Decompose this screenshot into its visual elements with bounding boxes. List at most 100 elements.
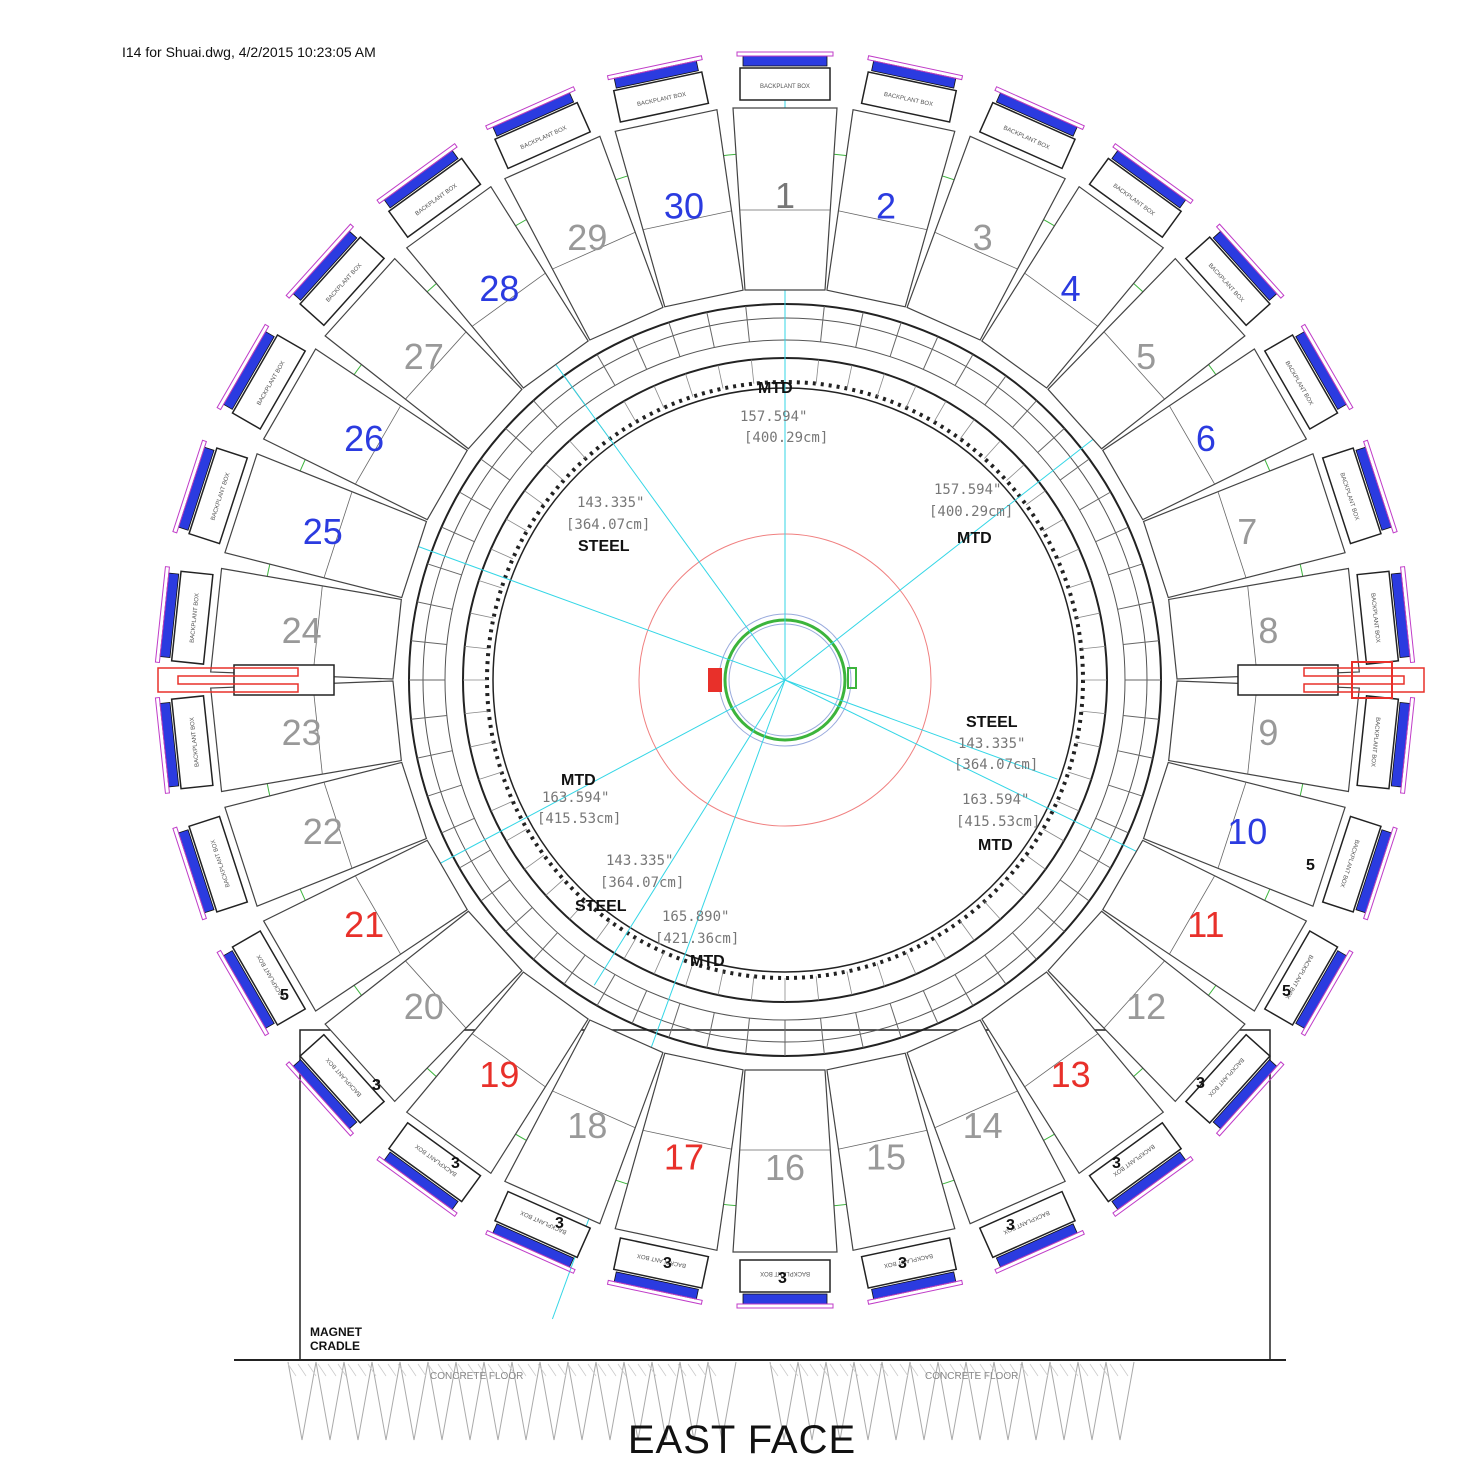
sector-tray-23: BACKPLANT BOX <box>154 680 402 794</box>
ring-segment-line <box>417 601 453 610</box>
floor-hatch-line <box>457 1363 467 1377</box>
floor-hatch-line <box>527 1363 537 1377</box>
sector-tray-15: BACKPLANT BOX <box>826 1052 964 1305</box>
sector-number-label: 8 <box>1258 610 1278 651</box>
tray-outline <box>262 839 469 1012</box>
floor-hatch-line <box>607 1363 617 1377</box>
sector-tray-1: BACKPLANT BOX <box>732 51 838 291</box>
ring-segment-line <box>745 1018 750 1054</box>
floor-hatch-line <box>657 1363 667 1377</box>
sector-number-label: 17 <box>664 1136 704 1177</box>
sector-tray-19: BACKPLANT BOX <box>376 971 589 1217</box>
tray-outline <box>405 971 589 1175</box>
floor-hatch-line <box>487 1363 497 1377</box>
module-edge <box>1400 696 1416 794</box>
floor-hatch-line <box>989 1363 999 1377</box>
module-edge <box>216 949 270 1037</box>
floor-hatch-line <box>1079 1363 1089 1377</box>
module-box <box>1088 1121 1183 1203</box>
ring-segment-line <box>464 645 489 650</box>
ring-segment-line <box>653 952 665 975</box>
tray-outline <box>1168 567 1360 680</box>
ring-segment-line <box>1095 817 1129 834</box>
ring-segment-line <box>478 771 502 780</box>
ring-segment-line <box>459 491 491 511</box>
ring-segment-line <box>984 954 1007 985</box>
floor-hatch-line <box>829 1363 839 1377</box>
tray-divider <box>355 405 401 485</box>
ring-segment-line <box>427 563 462 576</box>
sector-number-label: 13 <box>1051 1054 1091 1095</box>
count-label: 3 <box>372 1077 381 1094</box>
floor-hatch-line <box>789 1363 799 1377</box>
module-edge <box>376 1155 458 1217</box>
ring-segment-line <box>596 974 616 1006</box>
module-edge <box>1112 1155 1194 1217</box>
ring-segment-line <box>411 715 447 720</box>
ring-segment-line <box>717 364 724 389</box>
floor-hatch-line <box>577 1363 587 1377</box>
ring-segment-line <box>1006 464 1025 481</box>
module-box <box>231 334 307 430</box>
module-box <box>1184 1033 1271 1125</box>
module-edge <box>736 51 834 57</box>
ring-segment-line <box>417 750 453 759</box>
module-edge <box>1362 826 1398 921</box>
steel-right-cm: [364.07cm] <box>954 757 1038 773</box>
module-edge <box>1215 1061 1285 1137</box>
floor-hatch-line <box>687 1363 697 1377</box>
count-label: 3 <box>1112 1155 1121 1172</box>
ring-segment-line <box>441 817 475 834</box>
sector-number-label: 27 <box>404 336 444 377</box>
module-edge <box>994 86 1085 131</box>
module-box <box>493 101 592 170</box>
floor-hatch-line <box>1049 1363 1059 1377</box>
ring-segment-line <box>623 937 637 960</box>
mtd-left-cm: [415.53cm] <box>537 811 621 827</box>
mtd-ur-cm: [400.29cm] <box>929 504 1013 520</box>
floor-hatch-line <box>317 1363 327 1377</box>
ring-segment-line <box>706 1012 715 1048</box>
sector-number-label: 20 <box>404 986 444 1027</box>
floor-hatch-line <box>979 1363 989 1377</box>
ring-segment-line <box>490 548 513 560</box>
box-label: BACKPLANT BOX <box>1369 717 1380 767</box>
floor-hatch-line <box>959 1363 969 1377</box>
ring-segment-line <box>563 954 586 985</box>
floor-hatch-line <box>859 1363 869 1377</box>
ring-segment-line <box>1095 526 1129 543</box>
dimension-ray <box>784 679 1181 874</box>
ring-segment-line <box>1123 715 1159 720</box>
sector-number-label: 4 <box>1061 268 1081 309</box>
sector-number-label: 5 <box>1136 336 1156 377</box>
ring-segments <box>409 304 1161 1056</box>
tray-divider <box>838 210 927 231</box>
ring-segment-line <box>954 974 974 1006</box>
module-edge <box>1300 323 1354 411</box>
ring-segment-line <box>631 990 648 1024</box>
module-edge <box>285 1061 355 1137</box>
ring-segment-line <box>820 306 825 342</box>
ring-segment-line <box>1068 580 1092 589</box>
right-red-fixture <box>1303 667 1425 693</box>
ring-segment-line <box>1012 932 1037 960</box>
ring-segment-line <box>745 306 750 342</box>
mtd-left-label: MTD <box>561 772 596 789</box>
floor-hatch-line <box>667 1363 677 1377</box>
floor-hatch-line <box>337 1363 347 1377</box>
sector-tray-10: BACKPLANT BOX <box>1142 761 1398 921</box>
ring-segment-line <box>631 336 648 370</box>
ring-segment-line <box>524 490 545 506</box>
ring-segment-line <box>533 932 558 960</box>
ring-segment-line <box>505 828 528 842</box>
ring-segment-line <box>569 901 586 920</box>
ring-segment-line <box>876 963 885 987</box>
count-label: 5 <box>1282 983 1291 1000</box>
ring-segment-line <box>505 518 528 532</box>
sector-tray-14: BACKPLANT BOX <box>906 1019 1085 1274</box>
ring-segment-line <box>623 400 637 423</box>
tray-outline <box>906 135 1066 341</box>
module-edge <box>376 143 458 205</box>
ring-segment-line <box>1076 741 1101 748</box>
sector-tray-24: BACKPLANT BOX <box>154 566 402 680</box>
